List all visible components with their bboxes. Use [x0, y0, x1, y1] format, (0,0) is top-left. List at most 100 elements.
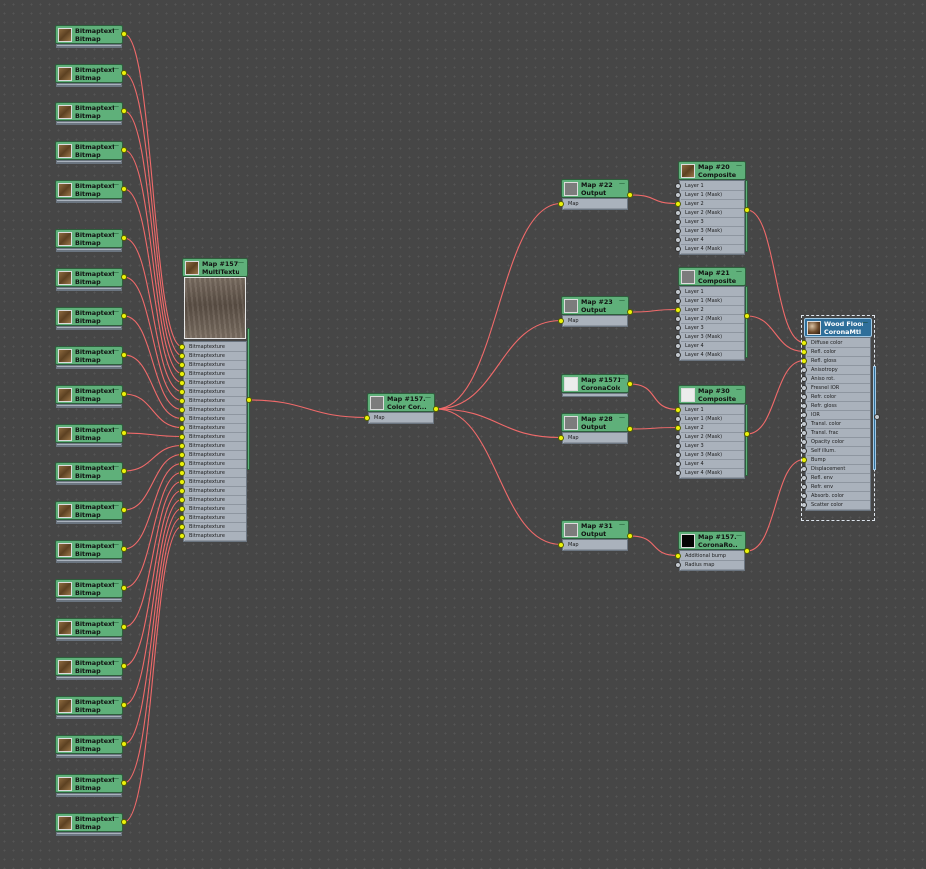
node-menu-icon[interactable]: — — [113, 541, 119, 548]
input-slot[interactable]: Bitmaptexture — [185, 460, 246, 469]
input-socket[interactable] — [675, 460, 681, 467]
corona-color-node[interactable]: Map #157173...CoronaColor— — [561, 374, 633, 397]
input-slot[interactable]: Layer 4 — [681, 460, 744, 469]
input-slot[interactable]: Bitmaptexture — [185, 343, 246, 352]
output-socket[interactable] — [121, 546, 127, 552]
input-slot[interactable]: Layer 3 — [681, 218, 744, 227]
node-menu-icon[interactable]: — — [425, 394, 431, 401]
node-menu-icon[interactable]: — — [113, 142, 119, 149]
connection-wire[interactable] — [746, 315, 805, 353]
input-slot[interactable]: Layer 2 (Mask) — [681, 433, 744, 442]
input-slot[interactable]: Layer 1 (Mask) — [681, 415, 744, 424]
input-socket[interactable] — [179, 478, 185, 485]
input-slot[interactable]: Bitmaptexture — [185, 532, 246, 541]
node-menu-icon[interactable]: — — [113, 775, 119, 782]
connection-wire[interactable] — [435, 202, 562, 410]
connection-wire[interactable] — [435, 319, 562, 410]
node-menu-icon[interactable]: — — [113, 580, 119, 587]
input-socket[interactable] — [675, 406, 681, 413]
node-menu-icon[interactable]: — — [113, 619, 119, 626]
input-socket[interactable] — [675, 227, 681, 234]
input-socket[interactable] — [675, 469, 681, 476]
node-menu-icon[interactable]: — — [113, 463, 119, 470]
input-slot[interactable]: Fresnel IOR — [807, 384, 870, 393]
connection-wire[interactable] — [435, 408, 562, 546]
input-socket[interactable] — [179, 487, 185, 494]
connection-wire[interactable] — [746, 458, 805, 552]
input-slot[interactable]: Bitmaptexture — [185, 370, 246, 379]
input-slot[interactable]: Transl. color — [807, 420, 870, 429]
connection-wire[interactable] — [629, 194, 679, 205]
input-slot[interactable]: Refl. env — [807, 474, 870, 483]
output-socket[interactable] — [121, 186, 127, 192]
input-socket[interactable] — [364, 414, 370, 421]
input-slot[interactable]: Bitmaptexture — [185, 388, 246, 397]
connection-wire[interactable] — [123, 480, 183, 628]
input-socket[interactable] — [675, 209, 681, 216]
connection-wire[interactable] — [123, 315, 183, 411]
output-socket[interactable] — [121, 741, 127, 747]
input-socket[interactable] — [675, 552, 681, 559]
input-slot[interactable]: Bitmaptexture — [185, 442, 246, 451]
node-menu-icon[interactable]: — — [113, 347, 119, 354]
input-slot[interactable]: Map — [564, 317, 627, 326]
node-menu-icon[interactable]: — — [113, 697, 119, 704]
node-menu-icon[interactable]: — — [113, 103, 119, 110]
input-socket[interactable] — [675, 245, 681, 252]
connection-wire[interactable] — [629, 535, 679, 557]
output-socket[interactable] — [627, 533, 633, 539]
input-slot[interactable]: Scatter color — [807, 501, 870, 510]
output-socket[interactable] — [121, 235, 127, 241]
node-menu-icon[interactable]: — — [113, 230, 119, 237]
input-slot[interactable]: Bitmaptexture — [185, 505, 246, 514]
connection-wire[interactable] — [123, 237, 183, 393]
input-socket[interactable] — [675, 236, 681, 243]
input-slot[interactable]: Bitmaptexture — [185, 397, 246, 406]
output-socket[interactable] — [627, 426, 633, 432]
output-socket[interactable] — [246, 397, 252, 403]
connection-wire[interactable] — [123, 33, 183, 348]
connection-wire[interactable] — [123, 432, 183, 438]
input-slot[interactable]: Layer 1 — [681, 182, 744, 191]
output-socket[interactable] — [744, 313, 750, 319]
node-menu-icon[interactable]: — — [113, 736, 119, 743]
input-socket[interactable] — [558, 317, 564, 324]
input-socket[interactable] — [179, 514, 185, 521]
output-socket[interactable] — [433, 406, 439, 412]
input-socket[interactable] — [179, 415, 185, 422]
input-socket[interactable] — [675, 218, 681, 225]
input-slot[interactable]: Displacement — [807, 465, 870, 474]
input-socket[interactable] — [675, 324, 681, 331]
node-menu-icon[interactable]: — — [238, 259, 244, 266]
connection-wire[interactable] — [123, 444, 183, 472]
output-socket[interactable] — [121, 624, 127, 630]
node-menu-icon[interactable]: — — [113, 308, 119, 315]
output-socket[interactable] — [121, 108, 127, 114]
multitexture-node-header[interactable]: Map #1571733045MultiTexture— — [182, 258, 248, 277]
input-slot[interactable]: Absorb. color — [807, 492, 870, 501]
connection-wire[interactable] — [248, 399, 368, 419]
node-menu-icon[interactable]: — — [862, 319, 868, 326]
